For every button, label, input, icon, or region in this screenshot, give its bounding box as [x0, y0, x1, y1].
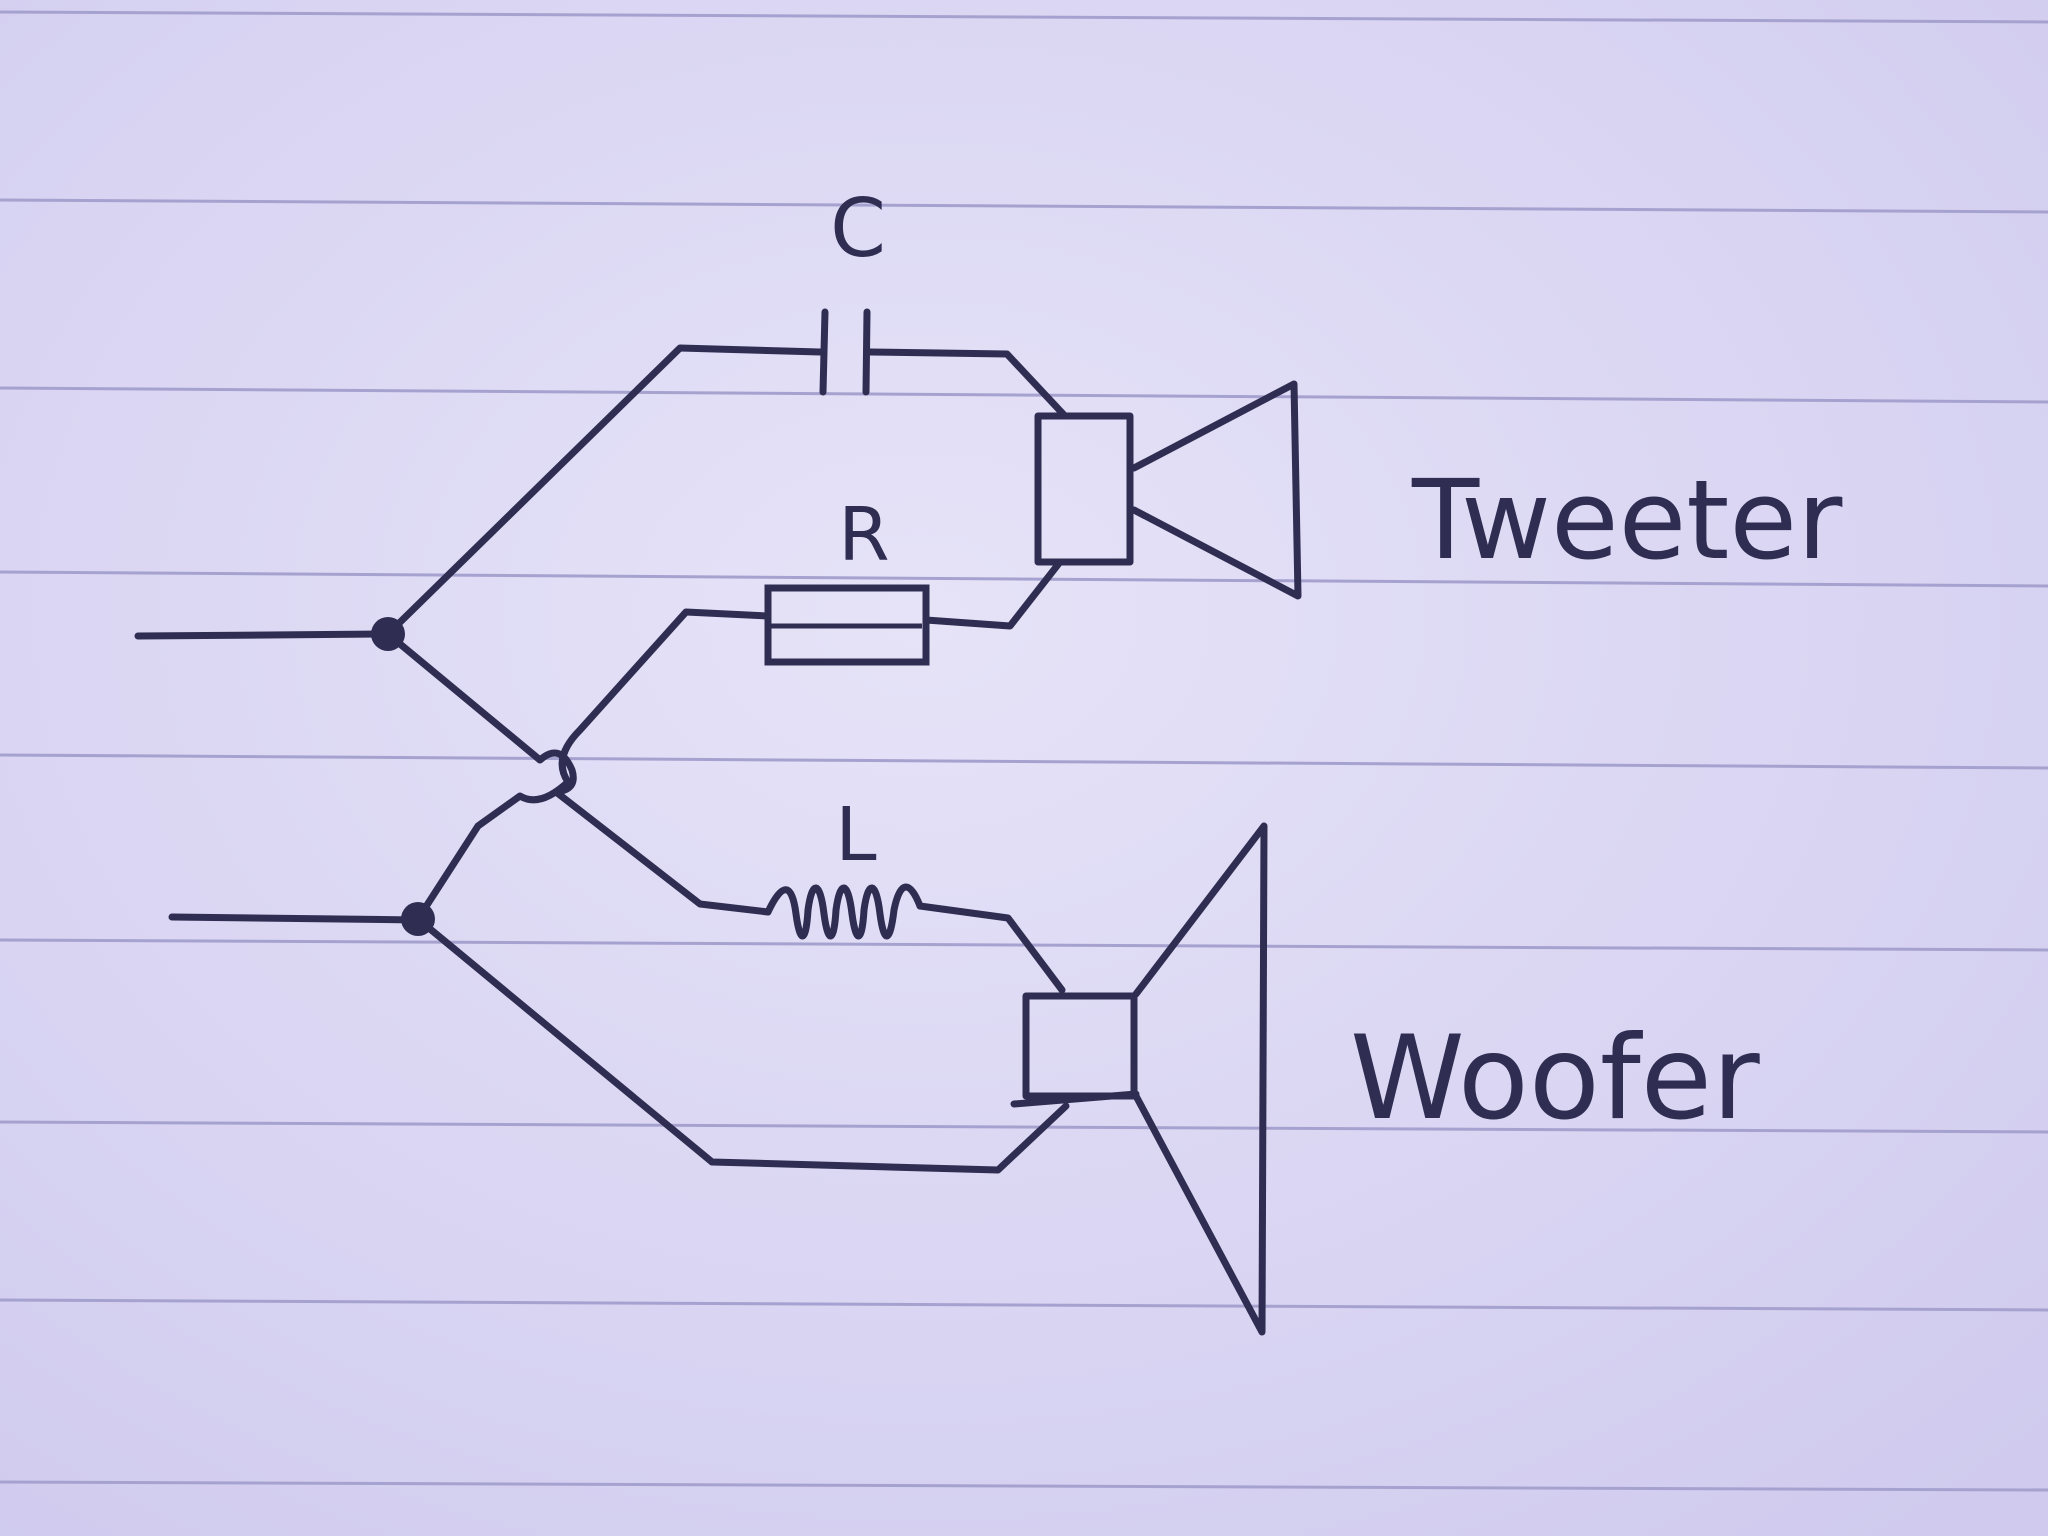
resistor-label: R [838, 492, 889, 578]
tweeter-icon [1034, 380, 1302, 600]
input-wire-bottom [168, 913, 422, 924]
woofer-label: Woofer [1350, 1011, 1760, 1146]
inductor-branch [384, 630, 1066, 994]
woofer-return-wire [414, 915, 1070, 1174]
inductor-label: L [835, 792, 876, 878]
capacitor-plate-left [819, 308, 829, 396]
inductor-coil [764, 883, 924, 940]
resistor-branch [414, 558, 1064, 923]
woofer-icon [1010, 822, 1268, 1336]
input-wire-top [134, 630, 392, 640]
resistor-body [764, 584, 930, 666]
capacitor-label: C [830, 182, 886, 275]
tweeter-label: Tweeter [1411, 456, 1843, 584]
capacitor-branch [384, 308, 1069, 638]
